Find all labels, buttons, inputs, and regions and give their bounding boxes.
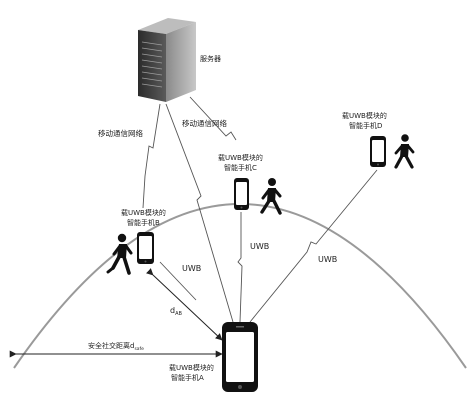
phone-c-label-1: 载UWB模块的 bbox=[218, 153, 263, 162]
walking-person-d-icon bbox=[394, 134, 415, 169]
network-link-c bbox=[189, 96, 237, 141]
safe-distance-label: 安全社交距离dsafe bbox=[88, 341, 144, 352]
network-link-a bbox=[165, 103, 234, 323]
phone-c-icon bbox=[234, 178, 249, 210]
server-icon bbox=[138, 18, 196, 102]
phone-d-icon bbox=[370, 136, 386, 167]
uwb-link-c bbox=[237, 212, 243, 323]
phone-a-icon bbox=[222, 322, 258, 392]
distance-ab-label: dAB bbox=[170, 306, 182, 317]
uwb-link-d bbox=[249, 169, 378, 323]
server-label: 服务器 bbox=[200, 54, 221, 63]
phone-b-label-2: 智能手机B bbox=[127, 218, 160, 227]
network-link-b bbox=[142, 103, 161, 209]
uwb-label-c: UWB bbox=[250, 242, 269, 251]
phone-c-label-2: 智能手机C bbox=[224, 163, 257, 172]
phone-d-label-2: 智能手机D bbox=[349, 121, 382, 130]
phone-a-label-2: 智能手机A bbox=[171, 373, 204, 382]
phone-a-label-1: 载UWB模块的 bbox=[169, 363, 214, 372]
uwb-label-d: UWB bbox=[318, 255, 337, 264]
uwb-label-b: UWB bbox=[182, 264, 201, 273]
network-label-left: 移动通信网络 bbox=[98, 128, 143, 138]
distance-ab-arrow bbox=[146, 268, 223, 341]
phone-b-label-1: 载UWB模块的 bbox=[121, 208, 166, 217]
walking-person-c-icon bbox=[260, 178, 282, 215]
phone-d-label-1: 载UWB模块的 bbox=[342, 111, 387, 120]
phone-b-icon bbox=[137, 232, 154, 264]
walking-person-b-icon bbox=[106, 233, 133, 275]
network-label-right: 移动通信网络 bbox=[182, 118, 227, 128]
